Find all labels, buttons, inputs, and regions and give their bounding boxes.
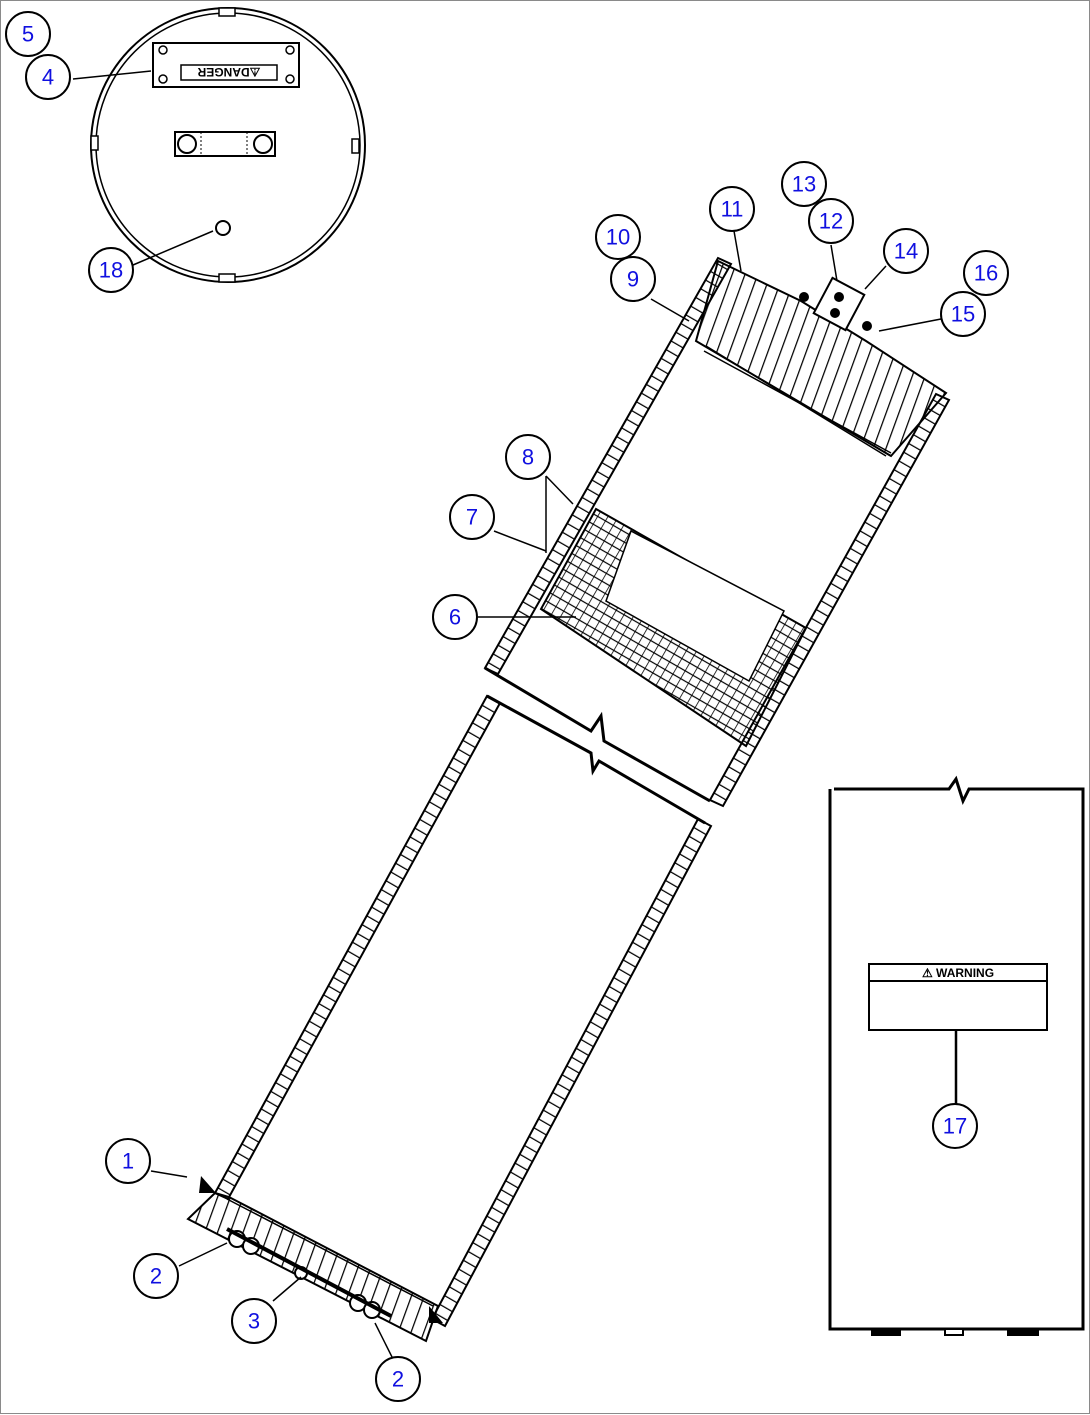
callout-3[interactable]: 3 xyxy=(231,1298,277,1344)
callout-14[interactable]: 14 xyxy=(883,228,929,274)
svg-text:10: 10 xyxy=(606,225,630,250)
warning-plate-text: ⚠ WARNING xyxy=(922,966,994,980)
svg-text:4: 4 xyxy=(42,65,54,90)
svg-text:2: 2 xyxy=(392,1367,404,1392)
leader-lines xyxy=(150,230,942,1360)
svg-text:11: 11 xyxy=(721,197,744,222)
top-fitting xyxy=(799,276,872,332)
svg-text:6: 6 xyxy=(449,605,461,630)
callout-1[interactable]: 1 xyxy=(105,1138,151,1184)
callout-8[interactable]: 8 xyxy=(505,434,551,480)
callout-13[interactable]: 13 xyxy=(781,161,827,207)
svg-text:1: 1 xyxy=(122,1149,134,1174)
svg-text:16: 16 xyxy=(974,261,998,286)
cylinder-section-view xyxy=(186,256,951,1343)
housing-side-view: ⚠ WARNING xyxy=(828,775,1085,1336)
callout-10[interactable]: 10 xyxy=(595,214,641,260)
callout-5[interactable]: 5 xyxy=(5,11,51,57)
svg-text:18: 18 xyxy=(99,258,123,283)
callout-18[interactable]: 18 xyxy=(88,247,134,293)
callout-9[interactable]: 9 xyxy=(610,256,656,302)
svg-text:12: 12 xyxy=(819,209,843,234)
svg-text:13: 13 xyxy=(792,172,816,197)
danger-plate-text: ⚠DANGER xyxy=(197,65,260,79)
callout-6[interactable]: 6 xyxy=(432,594,478,640)
svg-text:8: 8 xyxy=(522,445,534,470)
callout-12[interactable]: 12 xyxy=(808,198,854,244)
danger-plate: ⚠DANGER xyxy=(152,42,300,88)
svg-text:14: 14 xyxy=(894,239,918,264)
svg-text:9: 9 xyxy=(627,267,639,292)
callout-2a[interactable]: 2 xyxy=(133,1253,179,1299)
callout-7[interactable]: 7 xyxy=(449,494,495,540)
callout-2b[interactable]: 2 xyxy=(375,1356,421,1402)
warning-plate xyxy=(868,963,1048,1031)
callout-16[interactable]: 16 xyxy=(963,250,1009,296)
svg-text:3: 3 xyxy=(248,1309,260,1334)
connector-block xyxy=(174,131,276,157)
end-cover-view: ⚠DANGER xyxy=(72,7,366,283)
svg-text:2: 2 xyxy=(150,1264,162,1289)
callout-11[interactable]: 11 xyxy=(709,186,755,232)
callout-15[interactable]: 15 xyxy=(940,291,986,337)
svg-text:5: 5 xyxy=(22,22,34,47)
svg-text:15: 15 xyxy=(951,302,975,327)
callout-4[interactable]: 4 xyxy=(25,54,71,100)
callout-17[interactable]: 17 xyxy=(932,1103,978,1149)
svg-text:7: 7 xyxy=(466,505,478,530)
svg-text:17: 17 xyxy=(943,1114,967,1139)
plug xyxy=(215,220,231,236)
